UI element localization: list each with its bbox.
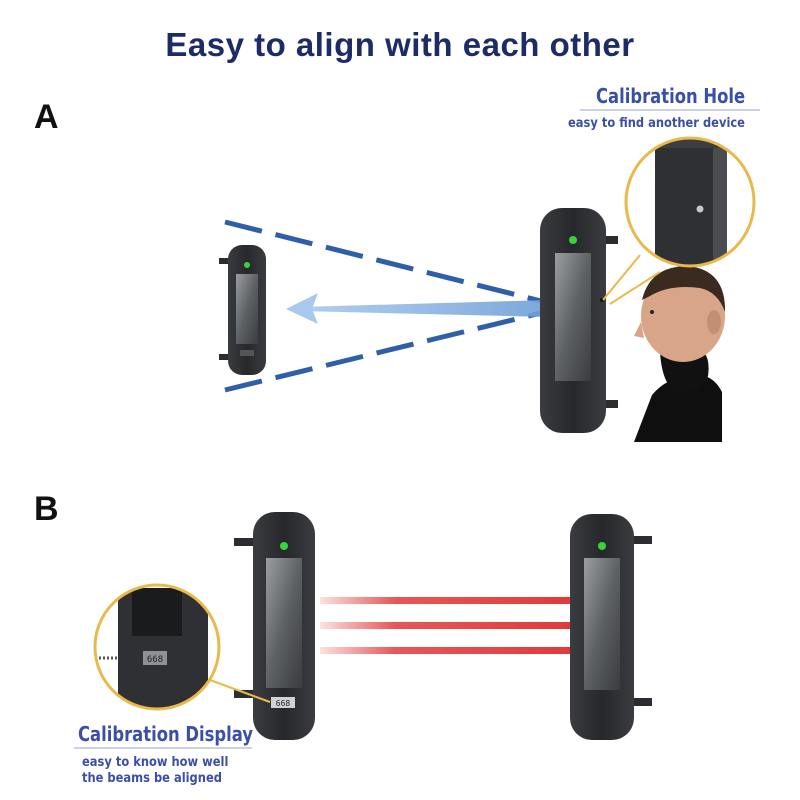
calibration-display (271, 697, 295, 708)
alignment-arrow (286, 293, 548, 324)
beam-3 (320, 647, 570, 654)
solar-panel (266, 558, 302, 688)
calibration-hole-zoom (696, 205, 704, 213)
calibration-display-callout: 668 (74, 583, 271, 749)
calibration-hole-callout (580, 109, 760, 305)
indicator-light (598, 542, 606, 550)
person-illustration (634, 266, 726, 442)
receiver-device (570, 514, 652, 740)
calibration-display-subtitle-line1: easy to know how well (82, 754, 229, 770)
far-device (219, 245, 266, 375)
section-b-label: B (34, 490, 59, 528)
beam-1 (320, 597, 570, 604)
calibration-display-value: 668 (276, 699, 291, 708)
transmitter-device: 668 (234, 512, 315, 740)
solar-panel (555, 253, 591, 381)
indicator-light (569, 236, 577, 244)
indicator-light (244, 262, 250, 268)
sight-line-upper (224, 219, 546, 305)
page-title: Easy to align with each other (165, 26, 635, 63)
infrared-beams (320, 597, 570, 654)
sight-line-lower (224, 309, 546, 393)
calibration-hole-subtitle: easy to find another device (568, 115, 745, 131)
calibration-display-title: Calibration Display (78, 722, 253, 746)
solar-panel (236, 274, 258, 344)
near-device (540, 208, 618, 433)
beam-2 (320, 622, 570, 629)
calibration-display-zoom-value: 668 (147, 655, 163, 665)
section-a-label: A (34, 98, 59, 136)
solar-panel (584, 558, 620, 690)
calibration-display-subtitle-line2: the beams be aligned (82, 770, 222, 786)
calibration-hole-title: Calibration Hole (596, 84, 746, 108)
indicator-light (280, 542, 288, 550)
